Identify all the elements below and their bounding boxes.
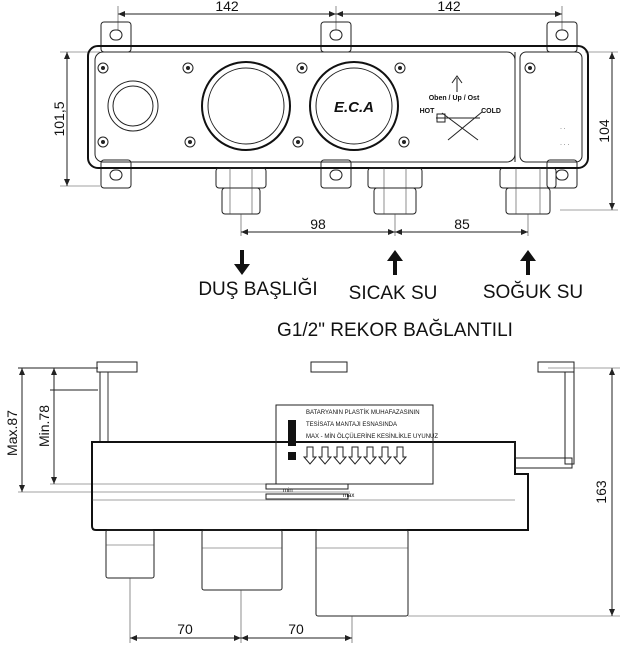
arrow-down-icon bbox=[302, 446, 408, 465]
svg-text:· · ·: · · · bbox=[560, 142, 569, 148]
label-connection-note: G1/2" REKOR BAĞLANTILI bbox=[277, 319, 513, 341]
dim-height-left: 101,5 bbox=[51, 101, 67, 136]
orientation-marking: Oben / Up / Ost HOT COLD bbox=[420, 75, 501, 141]
outlet-labels: DUŞ BAŞLIĞI SICAK SU SOĞUK SU G1/2" REKO… bbox=[198, 250, 583, 341]
mounting-tabs-bottom bbox=[100, 159, 578, 189]
svg-text:· ·: · · bbox=[560, 126, 566, 132]
dim-spacing-1: 98 bbox=[310, 216, 326, 232]
outlet-fittings bbox=[215, 167, 557, 215]
dim-left-width: 142 bbox=[215, 0, 239, 14]
mixer-bore-right bbox=[309, 61, 399, 151]
warning-sticker: BATARYANIN PLASTİK MUHAFAZASININ TESİSAT… bbox=[275, 404, 438, 485]
fitting-right bbox=[315, 529, 409, 617]
housing-body bbox=[91, 441, 529, 531]
warning-line-3: MAX - MİN ÖLÇÜLERİNE KESİNLİKLE UYUNUZ bbox=[306, 433, 438, 440]
brand-logo: E.C.A bbox=[334, 99, 374, 116]
warning-line-2: TESİSATA MANTAJI ESNASINDA bbox=[306, 421, 397, 428]
svg-text:max: max bbox=[343, 493, 354, 499]
hot-label: HOT bbox=[420, 108, 436, 115]
valve-body bbox=[87, 45, 589, 169]
arrow-up-icon bbox=[387, 250, 403, 275]
arrow-up-icon bbox=[520, 250, 536, 275]
warning-line-1: BATARYANIN PLASTİK MUHAFAZASININ bbox=[306, 409, 420, 416]
dim-side-spacing-1: 70 bbox=[177, 621, 193, 637]
dim-spacing-2: 85 bbox=[454, 216, 470, 232]
direction-label: Oben / Up / Ost bbox=[429, 95, 480, 102]
top-view: 142 142 101,5 104 bbox=[51, 0, 618, 236]
svg-text:min: min bbox=[283, 488, 293, 494]
dim-total-height: 163 bbox=[593, 480, 609, 504]
fitting-middle bbox=[201, 529, 283, 591]
cold-label: COLD bbox=[481, 108, 501, 115]
side-view: Max.87 Min.78 min max BATARYANIN PLASTİK… bbox=[4, 361, 620, 643]
dim-height-right: 104 bbox=[596, 119, 612, 143]
label-cold-water: SOĞUK SU bbox=[483, 281, 583, 303]
diverter-port bbox=[107, 80, 159, 132]
dim-min: Min.78 bbox=[36, 405, 52, 447]
screws bbox=[97, 62, 536, 148]
label-shower-outlet: DUŞ BAŞLIĞI bbox=[198, 278, 317, 300]
label-hot-water: SICAK SU bbox=[349, 283, 438, 304]
dim-right-width: 142 bbox=[437, 0, 461, 14]
fitting-left bbox=[105, 529, 155, 579]
dim-side-spacing-2: 70 bbox=[288, 621, 304, 637]
exclamation-icon bbox=[288, 420, 296, 446]
arrow-down-icon bbox=[234, 250, 250, 275]
mounting-tabs-top bbox=[100, 21, 578, 53]
mixer-bore-left bbox=[201, 61, 291, 151]
dim-max: Max.87 bbox=[4, 410, 20, 456]
